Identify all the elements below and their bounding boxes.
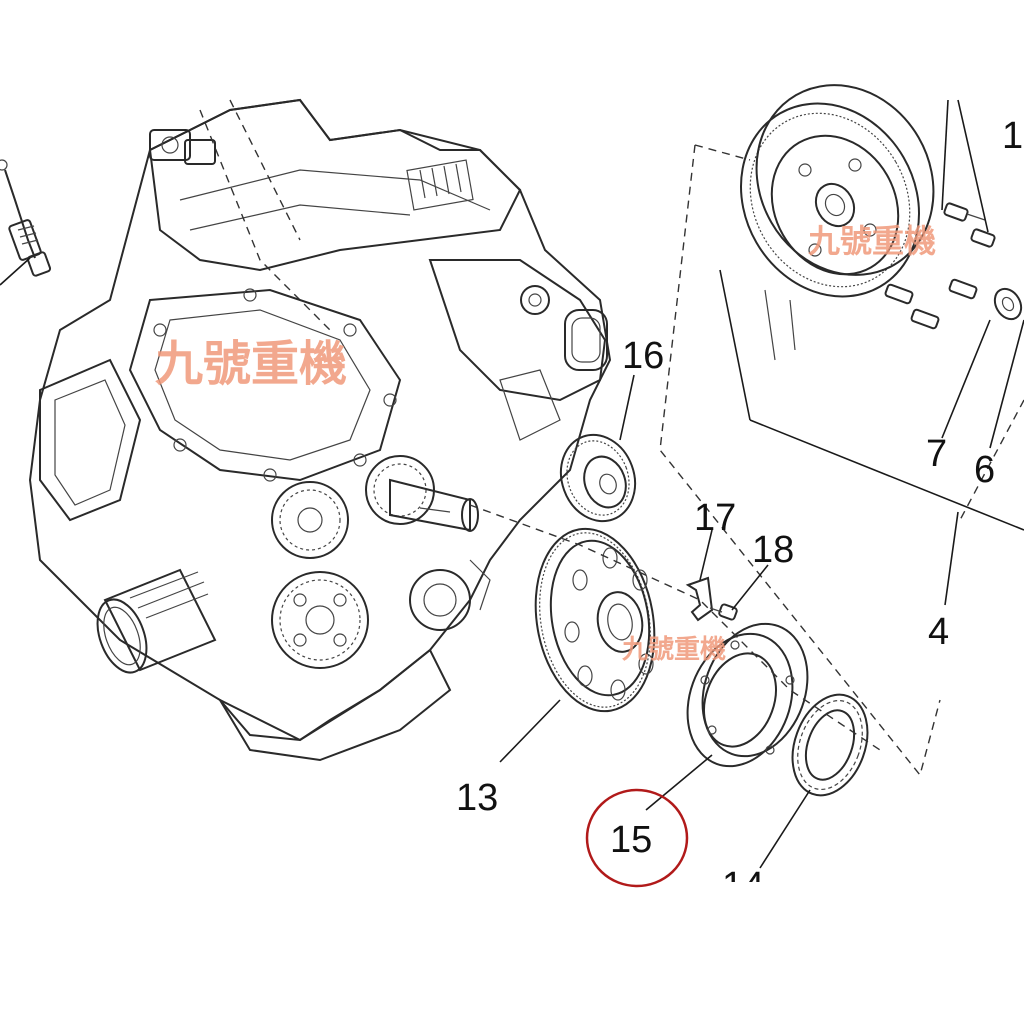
callout-4: 4	[928, 611, 949, 653]
crop-mask	[700, 882, 800, 922]
spark-plug	[0, 159, 52, 286]
callout-16: 16	[622, 335, 664, 377]
clutch-housing-15	[686, 622, 809, 768]
bracket-17	[685, 576, 714, 622]
watermark: 九號重機	[155, 336, 347, 392]
callout-18: 18	[752, 529, 794, 571]
leader-lines	[499, 99, 1024, 869]
bolt	[970, 228, 996, 248]
clutch-bearing-14	[791, 693, 869, 797]
flywheel-rotor	[740, 84, 935, 361]
watermark: 九號重機	[808, 222, 936, 260]
callout-17: 17	[694, 497, 736, 539]
callout-7: 7	[926, 433, 947, 475]
bolt	[943, 202, 986, 222]
washer	[993, 287, 1023, 321]
bolt	[884, 283, 914, 305]
watermark: 九號重機	[621, 635, 726, 665]
engine-block	[28, 98, 612, 762]
bolt	[948, 278, 978, 300]
bolt	[910, 308, 940, 330]
assembly-boundary-4	[659, 144, 941, 777]
callout-16-top: 16	[1002, 115, 1024, 157]
callout-15: 15	[610, 819, 652, 861]
idler-gear-16	[559, 433, 637, 523]
oil-filter	[96, 568, 217, 674]
starter-gear-13	[534, 527, 656, 713]
callout-13: 13	[456, 777, 498, 819]
bolt-18	[709, 603, 738, 621]
shaft-axis	[469, 504, 881, 751]
flywheel-bolts	[884, 202, 1023, 330]
callout-6: 6	[974, 449, 995, 491]
highlight-circle	[585, 788, 689, 888]
assembly-boundary-4-upper	[959, 399, 1024, 521]
